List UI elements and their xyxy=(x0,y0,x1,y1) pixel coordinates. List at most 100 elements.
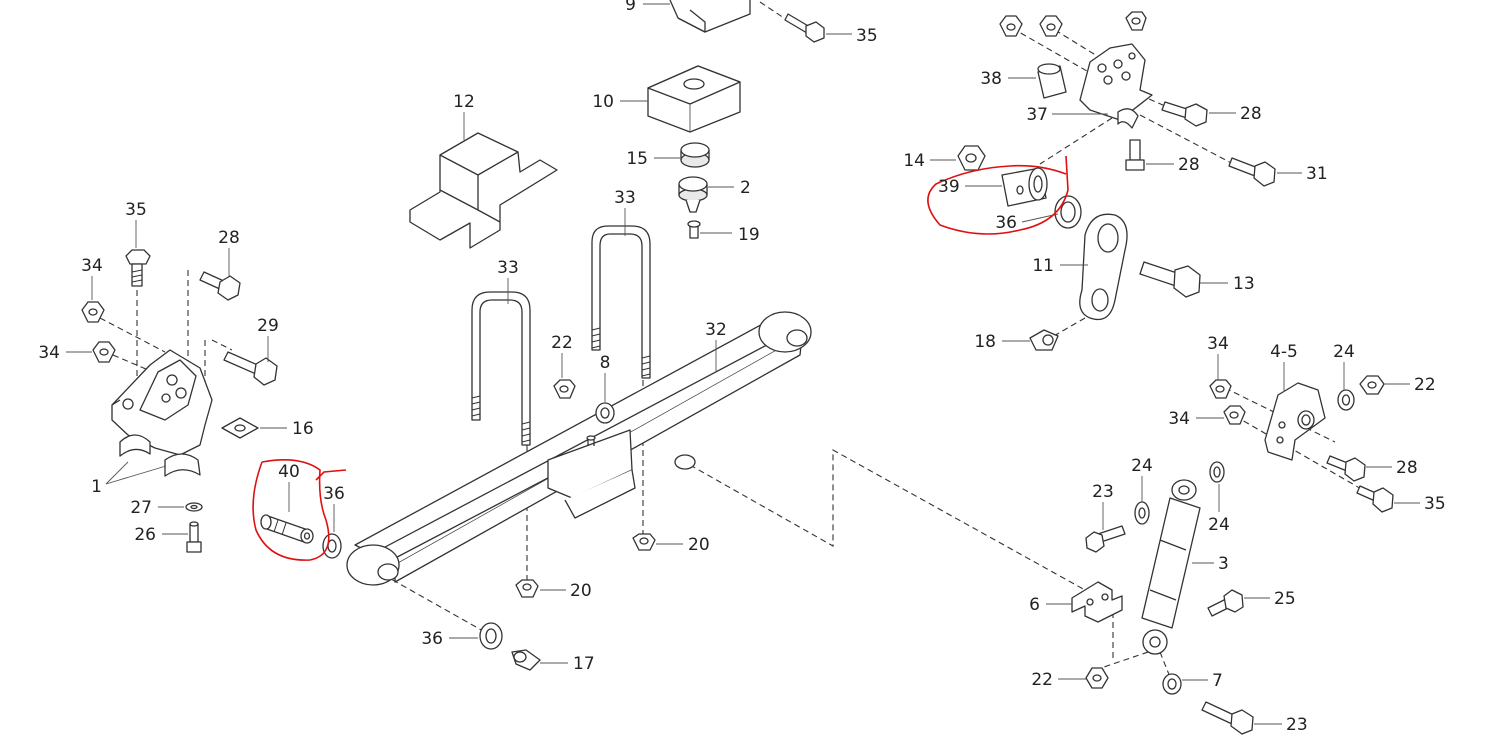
shock-bracket-4-5 xyxy=(1264,382,1326,461)
washer-36-right xyxy=(1054,195,1082,229)
bracket-12 xyxy=(409,132,558,249)
label-2: 2 xyxy=(740,178,751,198)
label-9: 9 xyxy=(625,0,636,15)
bracket-9 xyxy=(669,0,751,33)
label-34-upper-right: 34 xyxy=(1207,334,1229,354)
red-circle-annotation-40 xyxy=(252,459,347,561)
label-17: 17 xyxy=(573,654,595,674)
bolt-25 xyxy=(1207,589,1244,617)
bolt-28-right-upper xyxy=(1161,101,1208,127)
label-4-5: 4-5 xyxy=(1270,342,1298,362)
washer-7 xyxy=(1162,673,1182,695)
shackle-link-11 xyxy=(1079,213,1128,321)
label-28-left: 28 xyxy=(218,228,240,248)
label-16: 16 xyxy=(292,419,314,439)
nut-top-right-b xyxy=(1039,15,1063,37)
washer-36-lower xyxy=(479,622,503,650)
label-20-left: 20 xyxy=(570,581,592,601)
label-35-right: 35 xyxy=(1424,494,1446,514)
bolt-26 xyxy=(186,521,202,553)
label-40: 40 xyxy=(278,462,300,482)
shock-absorber-3 xyxy=(1141,479,1201,655)
label-22-center: 22 xyxy=(551,333,573,353)
label-3: 3 xyxy=(1218,554,1229,574)
label-24-left: 24 xyxy=(1131,456,1153,476)
nut-22 xyxy=(553,379,576,399)
washer-24-right xyxy=(1209,461,1225,483)
bolt-23-upper xyxy=(1085,525,1126,553)
label-37: 37 xyxy=(1026,105,1048,125)
label-22-lower: 22 xyxy=(1031,670,1053,690)
bushing-38 xyxy=(1037,63,1067,99)
label-35-left: 35 xyxy=(125,200,147,220)
nut-34-lower-left xyxy=(92,341,116,363)
label-27: 27 xyxy=(130,498,152,518)
label-22-right: 22 xyxy=(1414,375,1436,395)
part-labels: 9 35 12 10 15 2 19 33 33 32 22 8 35 28 3… xyxy=(38,0,1445,735)
leaf-spring-32 xyxy=(346,311,812,586)
label-1: 1 xyxy=(91,477,102,497)
label-19: 19 xyxy=(738,225,760,245)
label-15: 15 xyxy=(626,149,648,169)
label-18: 18 xyxy=(974,332,996,352)
label-11: 11 xyxy=(1032,256,1054,276)
label-28-upper-right: 28 xyxy=(1240,104,1262,124)
u-bolt-33-left xyxy=(471,291,531,446)
nut-20-left xyxy=(515,579,539,598)
label-34-lower-right: 34 xyxy=(1168,409,1190,429)
bushing-39 xyxy=(1001,167,1048,207)
bolt-29 xyxy=(223,351,278,386)
label-36-lower: 36 xyxy=(421,629,443,649)
plate-16 xyxy=(221,417,259,439)
bolt-23-lower xyxy=(1201,701,1254,735)
leader-lines xyxy=(66,3,1420,725)
label-25: 25 xyxy=(1274,589,1296,609)
label-39: 39 xyxy=(938,177,960,197)
label-35-top: 35 xyxy=(856,26,878,46)
nut-34-upper-left xyxy=(81,301,105,323)
washer-27 xyxy=(185,502,203,512)
grease-fitting-17 xyxy=(511,649,541,671)
u-bolt-33-right xyxy=(591,225,651,379)
label-36-left: 36 xyxy=(323,484,345,504)
label-34-upper-left: 34 xyxy=(81,256,103,276)
label-33-right: 33 xyxy=(614,188,636,208)
label-34-lower-left: 34 xyxy=(38,343,60,363)
label-24-upper: 24 xyxy=(1333,342,1355,362)
nut-34-lower-right xyxy=(1223,405,1246,425)
pin-40 xyxy=(260,514,314,544)
nut-top-right-a xyxy=(999,15,1023,37)
washer-24-upper xyxy=(1337,389,1355,411)
label-29: 29 xyxy=(257,316,279,336)
nut-20-right xyxy=(632,533,656,551)
nut-34-upper-right xyxy=(1209,379,1232,399)
bolt-28-right-lower xyxy=(1326,455,1366,482)
label-8: 8 xyxy=(600,353,611,373)
label-20-right: 20 xyxy=(688,535,710,555)
nut-22-right xyxy=(1359,375,1385,395)
bolt-35-top xyxy=(784,13,825,43)
nut-14 xyxy=(957,145,986,171)
label-24-right: 24 xyxy=(1208,515,1230,535)
label-7: 7 xyxy=(1212,671,1223,691)
bumper-stack xyxy=(678,142,710,239)
label-12: 12 xyxy=(453,92,475,112)
washer-24-left xyxy=(1134,501,1150,525)
label-26: 26 xyxy=(134,525,156,545)
washer-36-left xyxy=(322,533,342,559)
bracket-6 xyxy=(1071,581,1123,623)
label-13: 13 xyxy=(1233,274,1255,294)
label-28-vertical-right: 28 xyxy=(1178,155,1200,175)
spring-hanger-37 xyxy=(1079,43,1153,129)
label-6: 6 xyxy=(1029,595,1040,615)
bolt-28-right-vertical xyxy=(1125,139,1145,171)
label-14: 14 xyxy=(903,151,925,171)
washer-8 xyxy=(595,402,615,424)
grease-fitting-18 xyxy=(1029,329,1059,351)
nut-top-right-c xyxy=(1125,11,1147,31)
label-28-lower-right: 28 xyxy=(1396,458,1418,478)
bolt-35-right xyxy=(1356,485,1394,513)
rubber-block-10 xyxy=(647,65,741,133)
label-23-upper: 23 xyxy=(1092,482,1114,502)
